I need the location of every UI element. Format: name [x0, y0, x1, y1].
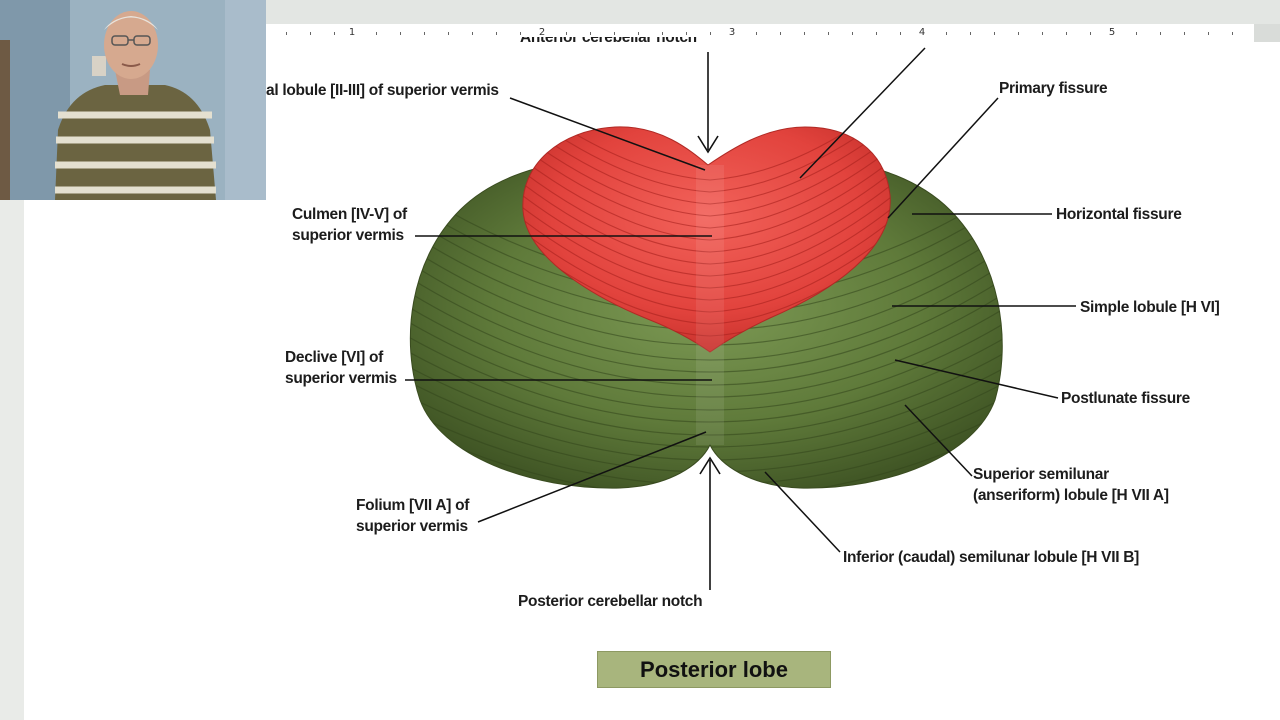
ruler-number: 3 — [728, 27, 736, 38]
folium-line-1: Folium [VII A] of — [356, 497, 470, 514]
primary-fissure-label: Primary fissure — [999, 80, 1108, 97]
ruler-tick — [310, 32, 311, 35]
folium-line-2: superior vermis — [356, 518, 468, 535]
postlunate-fissure-label: Postlunate fissure — [1061, 390, 1190, 407]
declive-line-2: superior vermis — [285, 370, 397, 387]
ruler-tick — [1208, 32, 1209, 35]
culmen-line-1: Culmen [IV-V] of — [292, 206, 407, 223]
ruler-tick — [590, 32, 591, 35]
ruler-tick — [520, 32, 521, 35]
ruler-tick — [1090, 32, 1091, 35]
ruler-tick — [614, 32, 615, 35]
posterior-notch-label: Posterior cerebellar notch — [518, 593, 703, 610]
vermis-highlight — [696, 165, 724, 445]
ruler-tick — [1232, 32, 1233, 35]
presenter-video — [0, 0, 266, 200]
leader-lines — [405, 47, 1076, 553]
anterior-notch-text: Anterior cerebellar notch — [520, 37, 697, 46]
ruler-tick — [448, 32, 449, 35]
ruler-margin — [1254, 24, 1280, 42]
ruler-tick — [1042, 32, 1043, 35]
ruler-tick — [900, 32, 901, 35]
ruler-tick — [1136, 32, 1137, 35]
ruler-tick — [566, 32, 567, 35]
ruler-tick — [970, 32, 971, 35]
ruler-tick — [376, 32, 377, 35]
ruler-tick — [828, 32, 829, 35]
declive-label: Declive [VI] of superior vermis — [285, 347, 397, 389]
ruler-number: 5 — [1108, 27, 1116, 38]
ruler-tick — [994, 32, 995, 35]
notch-arrows — [697, 52, 721, 590]
ruler-tick — [710, 32, 711, 35]
ruler-tick — [804, 32, 805, 35]
ruler-tick — [1184, 32, 1185, 35]
ruler-number: 4 — [918, 27, 926, 38]
culmen-line-2: superior vermis — [292, 227, 404, 244]
ruler-tick — [780, 32, 781, 35]
horizontal-fissure-label: Horizontal fissure — [1056, 206, 1182, 223]
ruler-tick — [662, 32, 663, 35]
simple-lobule-label: Simple lobule [H VI] — [1080, 299, 1220, 316]
folium-label: Folium [VII A] of superior vermis — [356, 495, 469, 537]
webcam-overlay — [0, 0, 266, 200]
ruler-tick — [946, 32, 947, 35]
ruler-tick — [638, 32, 639, 35]
ruler-tick — [472, 32, 473, 35]
ruler-tick — [1066, 32, 1067, 35]
ruler-tick — [852, 32, 853, 35]
inferior-semilunar-label: Inferior (caudal) semilunar lobule [H VI… — [843, 549, 1139, 566]
superior-semilunar-line-1: Superior semilunar — [973, 466, 1109, 483]
central-lobule-label: al lobule [II-III] of superior vermis — [266, 82, 499, 99]
superior-semilunar-line-2: (anseriform) lobule [H VII A] — [973, 487, 1169, 504]
ruler-tick — [1018, 32, 1019, 35]
ruler-tick — [334, 32, 335, 35]
ruler-tick — [400, 32, 401, 35]
ruler-tick — [1160, 32, 1161, 35]
ruler-number: 2 — [538, 27, 546, 38]
anterior-folia-lines — [522, 126, 891, 337]
declive-line-1: Declive [VI] of — [285, 349, 383, 366]
ruler-tick — [686, 32, 687, 35]
ruler-tick — [876, 32, 877, 35]
ruler-tick — [756, 32, 757, 35]
ruler-tick — [424, 32, 425, 35]
ruler-tick — [286, 32, 287, 35]
ruler-number: 1 — [348, 27, 356, 38]
ruler-tick — [496, 32, 497, 35]
posterior-lobe-box: Posterior lobe — [597, 651, 831, 688]
superior-semilunar-label: Superior semilunar (anseriform) lobule [… — [973, 464, 1169, 506]
culmen-label: Culmen [IV-V] of superior vermis — [292, 204, 407, 246]
anterior-notch-label: Anterior cerebellar notch — [520, 37, 697, 51]
